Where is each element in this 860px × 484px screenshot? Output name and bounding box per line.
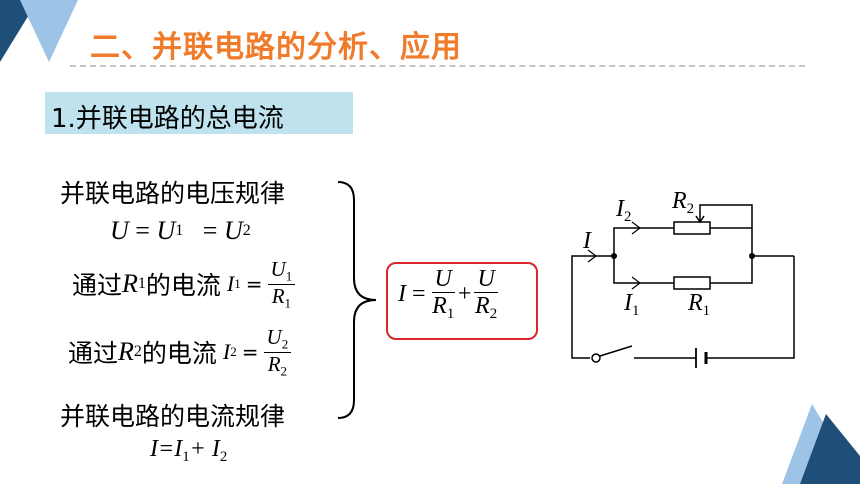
section-heading-text: 1.并联电路的总电流 — [51, 104, 284, 134]
current-rule-label: 并联电路的电流规律 — [60, 402, 286, 431]
section-heading: 1.并联电路的总电流 — [45, 92, 353, 134]
circuit-label-i2: I2 — [616, 196, 632, 226]
parallel-circuit-diagram — [571, 204, 795, 368]
page-title: 二、并联电路的分析、应用 — [90, 30, 462, 65]
circuit-label-total-current: I — [583, 228, 591, 254]
curly-brace — [337, 181, 377, 419]
circuit-label-i1: I1 — [624, 290, 640, 320]
circuit-label-r2: R2 — [672, 188, 695, 218]
bottom-right-decoration — [782, 404, 860, 484]
top-left-decoration — [0, 0, 78, 62]
circuit-label-r1: R1 — [688, 290, 711, 320]
voltage-rule-label: 并联电路的电压规律 — [60, 179, 286, 208]
title-divider — [70, 65, 805, 67]
total-current-formula-box — [386, 262, 538, 340]
current-sum-equation: I=I1+ I2 — [150, 436, 228, 466]
